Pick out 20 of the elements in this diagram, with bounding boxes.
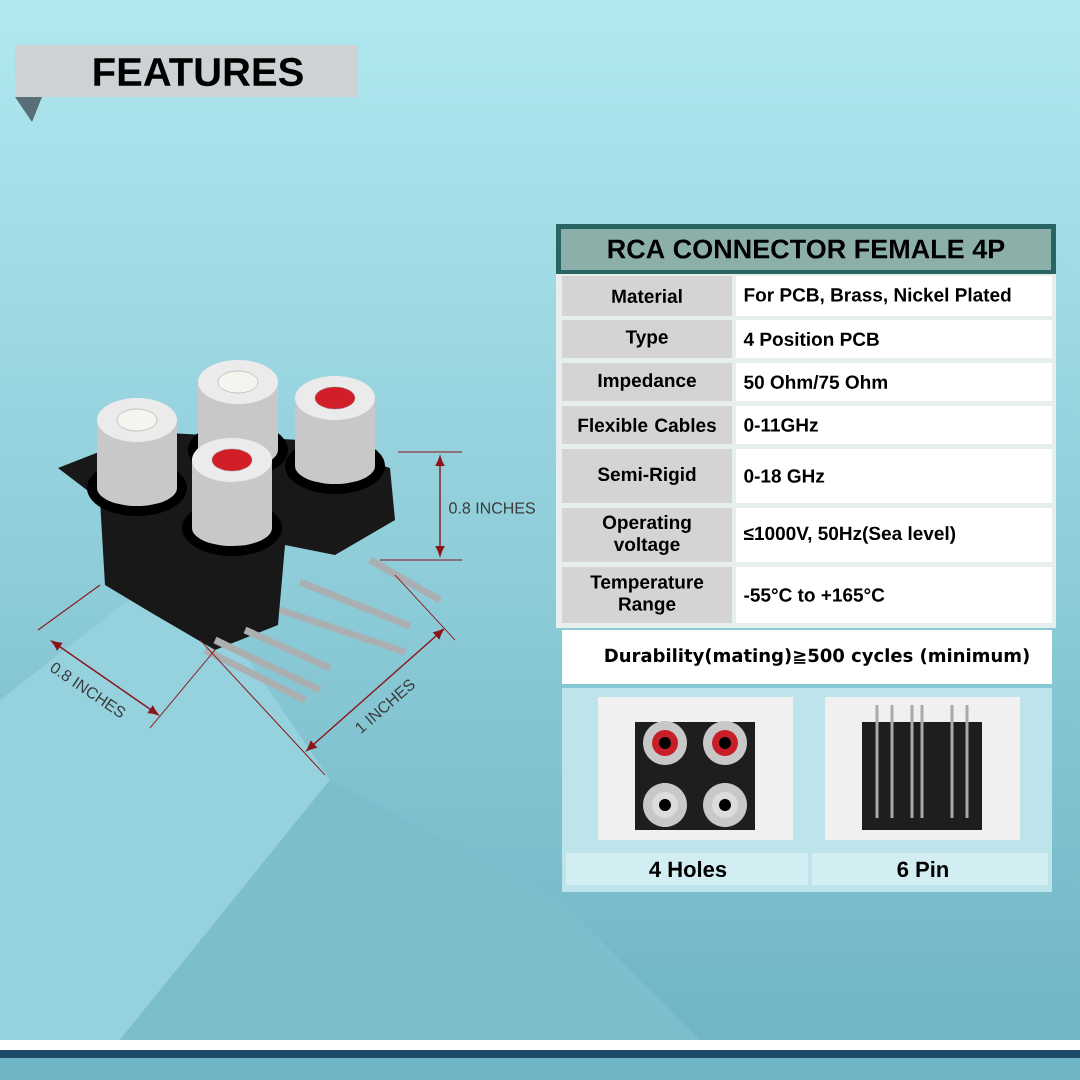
table-header: RCA CONNECTOR FEMALE 4P [561, 229, 1051, 270]
table-cell: 4 Position PCB [736, 320, 1052, 358]
table-cell: ≤1000V, 50Hz(Sea level) [736, 508, 1052, 562]
table-cell: Temperature Range [562, 567, 732, 623]
table-cell: Type [562, 320, 732, 358]
photo-caption: 6 Pin [812, 853, 1048, 885]
table-cell: -55°C to +165°C [736, 567, 1052, 623]
table-cell: 0-11GHz [736, 406, 1052, 444]
table-cell: Impedance [562, 363, 732, 401]
table-cell: 0-18 GHz [736, 449, 1052, 503]
table-cell: Operating voltage [562, 508, 732, 562]
table-cell: Semi-Rigid [562, 449, 732, 503]
table-cell: Durability(mating)≧500 cycles (minimum) [562, 630, 1052, 684]
table-cell: 50 Ohm/75 Ohm [736, 363, 1052, 401]
dimension-label: 0.8 INCHES [449, 502, 535, 514]
table-cell: Material [562, 276, 732, 316]
title-banner: FEATURES [15, 45, 358, 122]
table-cell: For PCB, Brass, Nickel Plated [736, 276, 1052, 316]
table-cell: Flexible Cables [562, 406, 732, 444]
photo-caption: 4 Holes [566, 853, 808, 885]
